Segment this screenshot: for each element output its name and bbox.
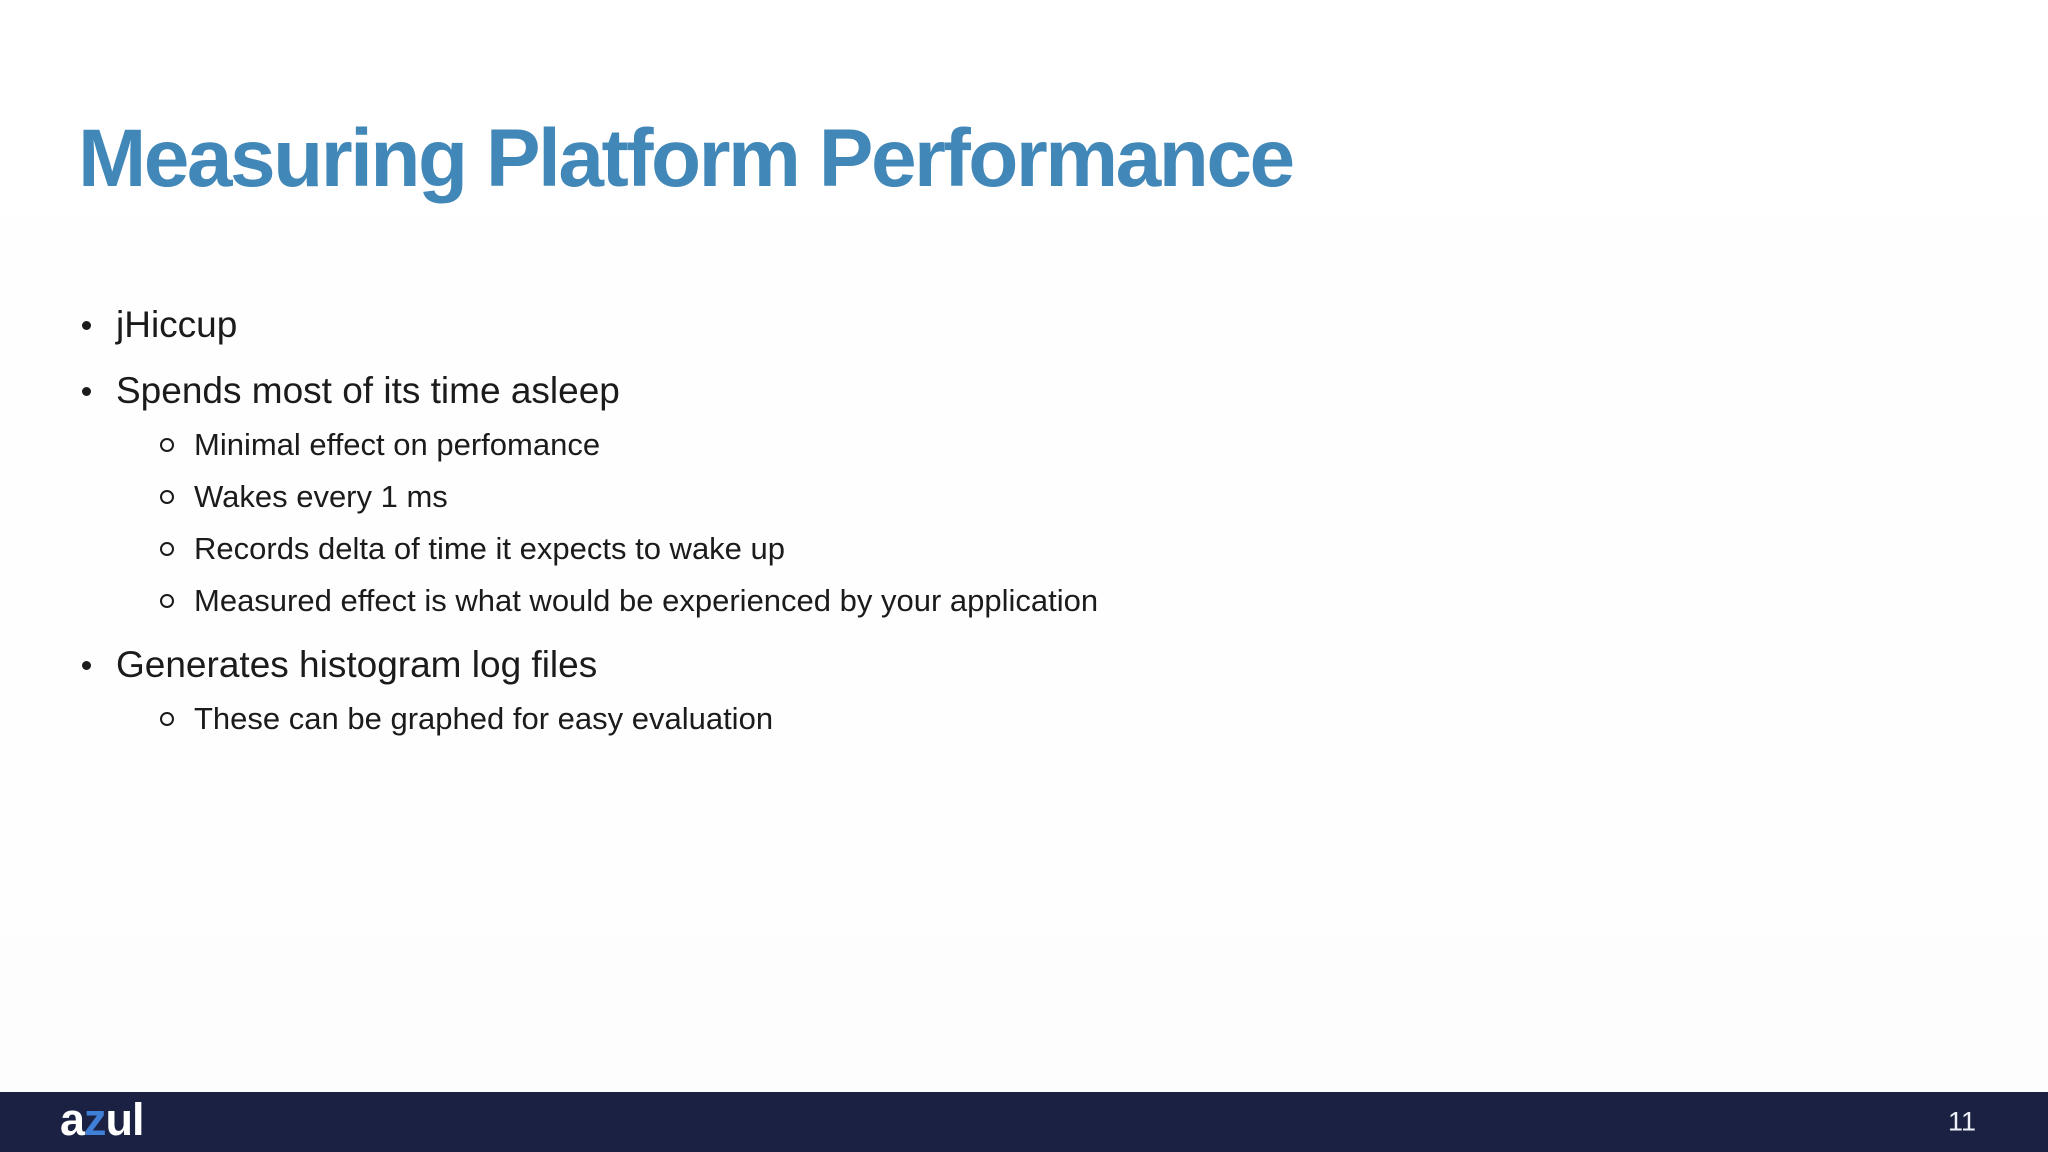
sub-bullet-item: Wakes every 1 ms — [158, 477, 1098, 517]
circle-marker-icon — [158, 712, 194, 726]
bullet-dot-icon — [80, 320, 116, 330]
bullet-list: jHiccup Spends most of its time asleep M… — [80, 303, 1098, 739]
azul-logo: azul — [60, 1093, 145, 1146]
sub-bullet-item: Minimal effect on perfomance — [158, 425, 1098, 465]
sub-bullet-item: Records delta of time it expects to wake… — [158, 529, 1098, 569]
circle-marker-icon — [158, 438, 194, 452]
azul-logo-z: z — [84, 1093, 106, 1145]
circle-marker-icon — [158, 490, 194, 504]
bullet-label: Spends most of its time asleep — [116, 370, 620, 411]
bullet-item: Spends most of its time asleep — [80, 369, 1098, 413]
bullet-dot-icon — [80, 386, 116, 396]
page-title: Measuring Platform Performance — [78, 113, 1295, 204]
azul-logo-ul: ul — [105, 1093, 145, 1145]
circle-marker-icon — [158, 542, 194, 556]
bullet-item: jHiccup — [80, 303, 1098, 347]
sub-bullet-label: Minimal effect on perfomance — [194, 427, 601, 462]
sub-bullet-label: These can be graphed for easy evaluation — [194, 701, 774, 736]
footer-bar: azul 11 — [0, 1092, 2048, 1152]
sub-bullet-item: These can be graphed for easy evaluation — [158, 699, 1098, 739]
bullet-dot-icon — [80, 660, 116, 670]
azul-logo-a: a — [60, 1093, 85, 1145]
bullet-item: Generates histogram log files — [80, 643, 1098, 687]
sub-bullet-item: Measured effect is what would be experie… — [158, 581, 1098, 621]
sub-bullet-label: Records delta of time it expects to wake… — [194, 531, 786, 566]
sub-bullet-label: Measured effect is what would be experie… — [194, 583, 1099, 618]
sub-bullet-label: Wakes every 1 ms — [194, 479, 448, 514]
bullet-label: Generates histogram log files — [116, 644, 598, 685]
bullet-label: jHiccup — [116, 304, 238, 345]
page-number: 11 — [1947, 1106, 1976, 1137]
circle-marker-icon — [158, 594, 194, 608]
